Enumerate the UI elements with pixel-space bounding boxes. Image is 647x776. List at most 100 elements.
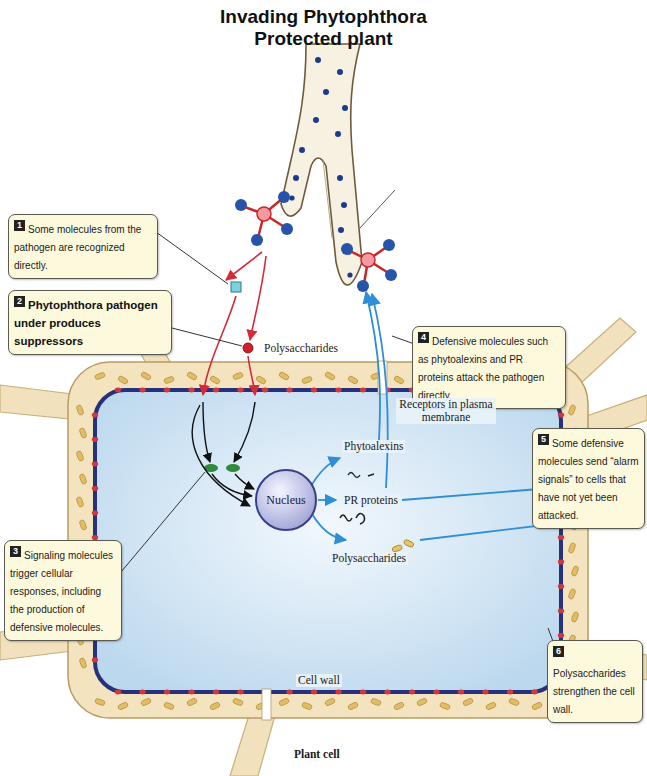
receptor [92,486,98,491]
polysaccharide [347,702,358,711]
polysaccharide [94,698,105,706]
callout-number: 3 [10,546,21,557]
membrane-receptors [92,388,564,695]
polysaccharide [393,375,404,384]
part-label: Plant cell [292,748,342,761]
elicitor-molecule [235,191,293,246]
polysaccharide [568,542,576,553]
part-label: PR proteins [342,494,400,507]
polysaccharide [79,657,87,668]
polysaccharide [186,371,197,380]
receptor [311,388,317,393]
callout-text: Signaling molecules trigger cellular res… [10,550,113,633]
polysaccharide [163,376,174,384]
receptor [558,609,564,614]
polysaccharide [117,702,128,711]
receptor [286,690,292,695]
receptor [335,388,341,393]
receptor [164,690,170,695]
polysaccharide [79,473,87,484]
receptor [92,462,98,467]
receptor [558,560,564,565]
receptor [433,690,439,695]
receptor [164,388,170,393]
callout-text: Polysaccharides strengthen the cell wall… [553,668,635,715]
pathogen-molecule [231,282,241,292]
receptor [115,690,121,695]
polysaccharide [186,698,197,707]
polysaccharide [76,450,84,461]
polysaccharide [531,702,542,711]
callout-box: 4Defensive molecules such as phytoalexin… [412,326,566,409]
receptor [213,690,219,695]
receptor [384,690,390,695]
polysaccharide [568,588,576,599]
polysaccharide [485,702,496,711]
polysaccharide [278,371,289,380]
polysaccharide [232,372,243,380]
callout-number: 4 [418,332,429,343]
polysaccharide [416,698,427,707]
polysaccharide [94,372,105,380]
part-label: Phytoalexins [342,440,405,453]
callout-number: 5 [538,434,549,445]
polysaccharide [232,698,243,706]
callout-box: 1Some molecules from the pathogen are re… [8,214,158,279]
callout-text: Phytophthora pathogen under produces sup… [14,299,158,347]
polysaccharide [255,375,266,384]
receptor [458,690,464,695]
receptor [286,388,292,393]
receptor [558,633,564,638]
receptor [139,690,145,695]
receptor [360,388,366,393]
leader-line [360,190,395,228]
pathogen-granules [289,57,352,278]
receptor [558,413,564,418]
polysaccharide [462,698,473,707]
neighbour-walls [0,295,647,776]
callout-text: Some molecules from the pathogen are rec… [14,224,141,271]
receptor [531,690,537,695]
polysaccharide [301,376,312,384]
wall-channel [262,689,271,720]
polysaccharide [439,702,450,710]
polysaccharide [508,698,519,706]
receptor [409,690,415,695]
receptor [115,388,121,393]
leader-line [121,232,564,660]
receptor [507,690,513,695]
polysaccharide [301,702,312,710]
polysaccharide [370,698,381,706]
title: Invading Phytophthora Protected plant [194,6,454,50]
receptor [558,584,564,589]
pr-protein-symbol [340,513,365,524]
polysaccharide [571,565,579,576]
plasma-membrane [95,390,561,692]
polysaccharide [209,375,220,384]
callout-box: 2Phytophthora pathogen under produces su… [8,290,172,355]
receptor [482,690,488,695]
pathogen-hypha [281,44,362,285]
polysaccharide [278,698,289,707]
elicitor-molecule [341,239,397,292]
part-label: Polysaccharides [262,342,340,355]
signal-molecule [226,464,240,472]
callout-box: 6Polysaccharides strengthen the cell wal… [547,640,643,723]
receptor [92,437,98,442]
polysaccharide [163,702,174,710]
part-label: Polysaccharides [330,552,408,565]
callout-box: 3Signaling molecules trigger cellular re… [4,540,122,641]
polysaccharide [393,702,404,711]
receptor [92,511,98,516]
callout-box: 5Some defensive molecules send “alarm si… [532,428,645,529]
receptor [311,690,317,695]
polysaccharide-symbol [392,539,415,552]
callout-number: 6 [553,646,564,657]
nucleus-circle: Nucleus [254,468,318,532]
receptor [360,690,366,695]
polysaccharide [76,496,84,507]
receptor [237,388,243,393]
suppressor-molecule [243,343,253,353]
part-label: Cell wall [296,674,342,687]
receptor [92,658,98,663]
